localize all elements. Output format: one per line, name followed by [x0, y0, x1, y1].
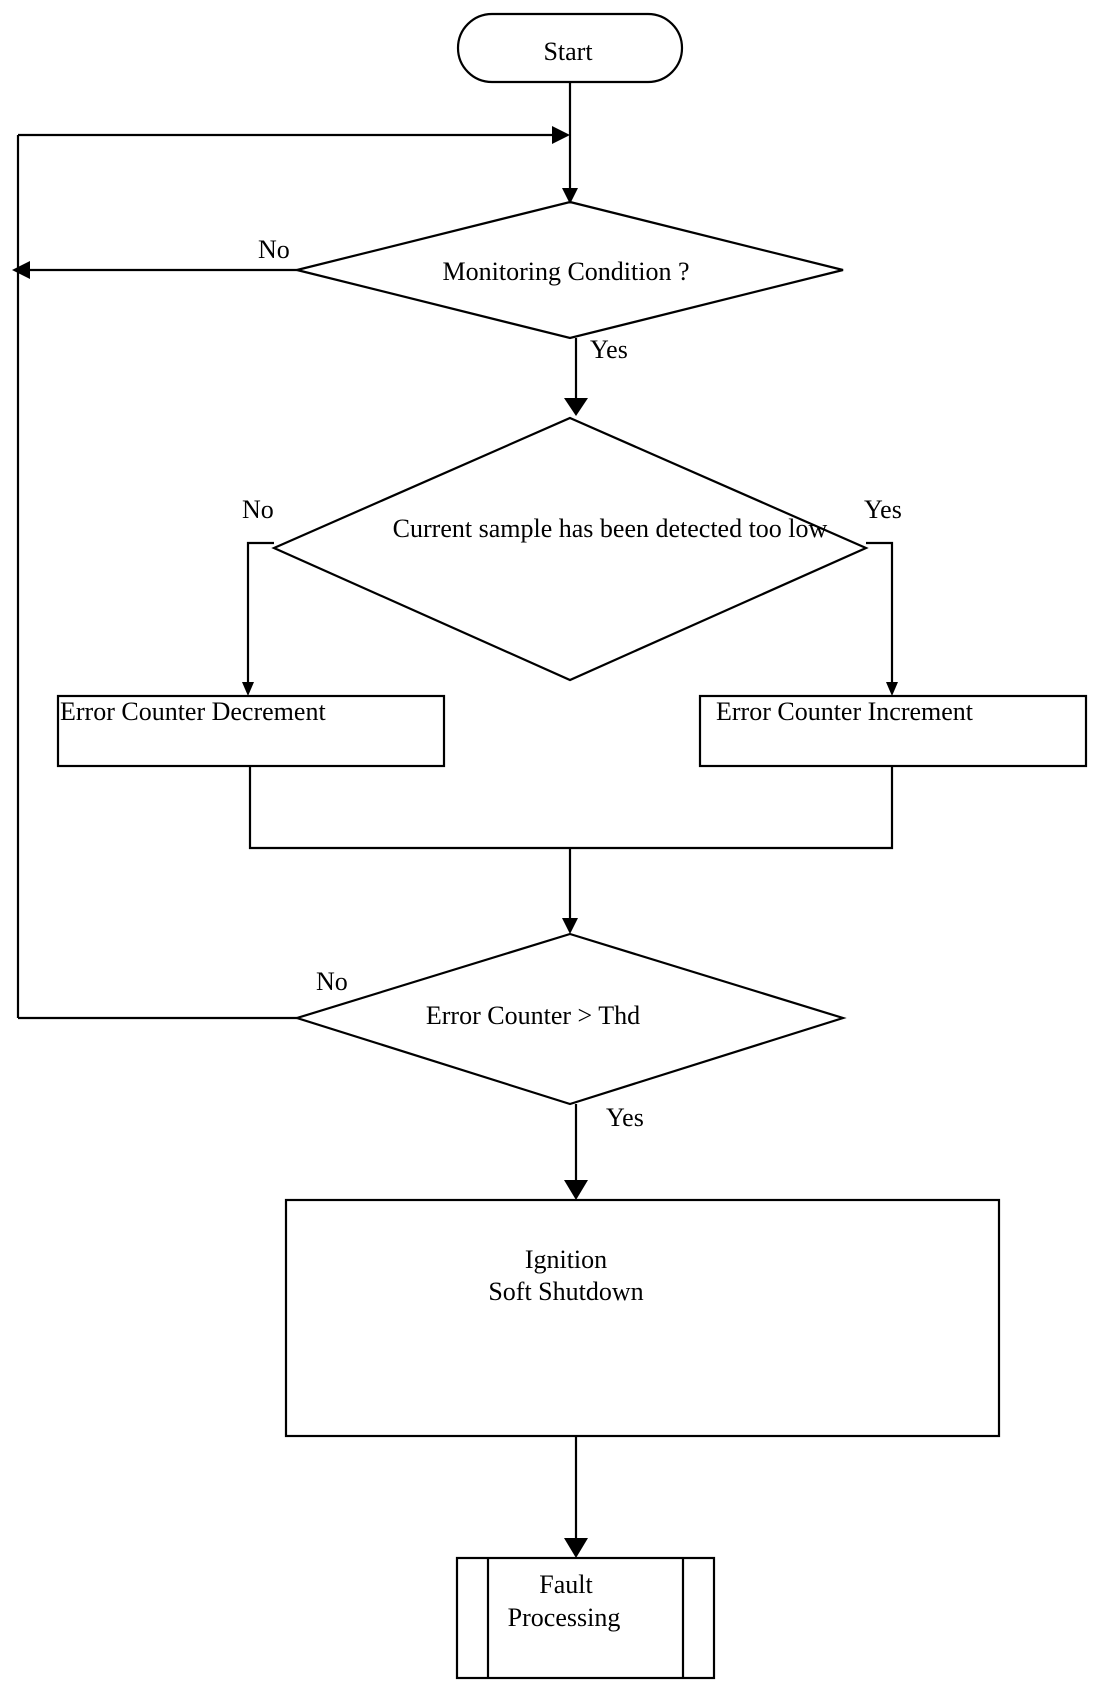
arrowhead-start-to-monitoring: [562, 188, 578, 204]
current-sample-label: Current sample has been detected too low: [393, 514, 828, 543]
arrowhead-threshold-yes: [564, 1180, 588, 1200]
arrowhead-merge: [562, 918, 578, 934]
threshold-no-label: No: [316, 967, 348, 996]
monitoring-yes-label: Yes: [590, 335, 628, 364]
start-label: Start: [543, 37, 593, 66]
ignition-shutdown-box: [284, 1198, 1001, 1438]
arrowhead-sample-yes: [886, 682, 898, 696]
ignition-label: Ignition: [525, 1245, 607, 1274]
monitoring-condition-decision: [296, 200, 844, 340]
connector-merge: [248, 766, 894, 850]
error-counter-decrement-box: [56, 694, 446, 768]
soft-shutdown-label: Soft Shutdown: [488, 1277, 643, 1306]
threshold-yes-label: Yes: [606, 1103, 644, 1132]
error-counter-increment-box: [698, 694, 1088, 768]
monitoring-no-label: No: [258, 235, 290, 264]
processing-label: Processing: [508, 1603, 621, 1632]
arrowhead-ignition-to-fault: [564, 1538, 588, 1558]
threshold-label: Error Counter > Thd: [426, 1001, 640, 1030]
fault-processing-box: [455, 1556, 716, 1680]
arrowhead-monitoring-no: [12, 261, 30, 279]
arrowhead-monitoring-yes: [564, 398, 588, 416]
error-counter-decrement-label: Error Counter Decrement: [60, 697, 326, 726]
arrowhead-loop-return: [552, 126, 570, 144]
threshold-decision: [293, 932, 847, 1106]
current-sample-decision: [271, 416, 869, 682]
connector-sample-no: [246, 541, 274, 684]
sample-no-label: No: [242, 495, 274, 524]
fault-label: Fault: [539, 1570, 593, 1599]
connector-sample-yes: [866, 541, 894, 684]
sample-yes-label: Yes: [864, 495, 902, 524]
arrowhead-sample-no: [242, 682, 254, 696]
monitoring-condition-label: Monitoring Condition ?: [443, 257, 690, 286]
error-counter-increment-label: Error Counter Increment: [716, 697, 974, 726]
